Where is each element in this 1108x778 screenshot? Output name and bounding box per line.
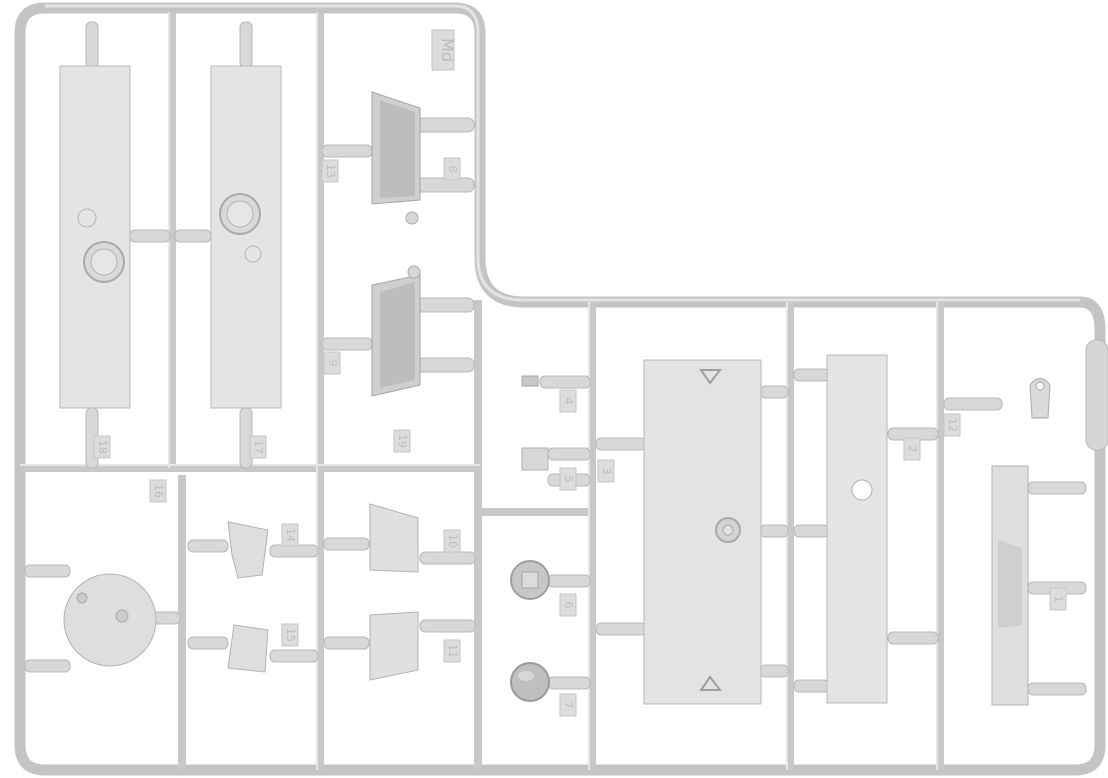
part-number-tag-box: [393, 429, 411, 453]
part-number-label: 4: [562, 398, 575, 405]
part-number-label: 16: [152, 484, 165, 498]
part-number-label: 12: [946, 418, 959, 432]
part-number-label: 5: [562, 476, 575, 483]
frame-mark-text: Md: [438, 38, 457, 62]
part-plate-14: [227, 521, 269, 579]
part-number-label: 14: [284, 528, 297, 542]
part-number-label: 7: [562, 702, 575, 709]
part-hinge-bracket-lower: [371, 265, 421, 397]
part-number-tag-box: [323, 351, 341, 375]
part-hinge-bracket-upper: [371, 91, 421, 225]
part-number-label: 19: [396, 434, 409, 448]
part-long-panel-left: [59, 65, 131, 409]
part-plate-12: [369, 611, 419, 681]
part-number-tag-box: [559, 693, 577, 717]
outer-frame-runner: [14, 2, 1106, 776]
part-number-label: 17: [252, 440, 265, 454]
frame-mark-tag: Md: [431, 29, 457, 71]
part-number-tag-box: [281, 623, 299, 647]
part-number-label: 6: [562, 602, 575, 609]
part-plate-11: [369, 503, 419, 573]
part-number-label: 11: [446, 644, 459, 658]
part-1-clip: [1029, 378, 1051, 419]
part-number-tag-box: [249, 435, 267, 459]
part-number-tag-box: [281, 523, 299, 547]
part-number-tag-box: [1049, 587, 1067, 611]
part-number-tag-box: [149, 479, 167, 503]
part-7-dome: [510, 560, 550, 600]
part-number-tag-box: [443, 639, 461, 663]
part-number-tag-box: [443, 157, 461, 181]
part-number-label: 2: [906, 446, 919, 453]
part-number-tag-box: [943, 413, 961, 437]
part-number-tag-box: [903, 437, 921, 461]
part-number-label: 18: [96, 440, 109, 454]
part-number-label: 3: [600, 468, 613, 475]
part-number-label: 13: [324, 164, 337, 178]
part-6: [521, 447, 549, 471]
part-number-label: 15: [284, 628, 297, 642]
part-number-label: 8: [446, 166, 459, 173]
part-number-tag-box: [559, 467, 577, 491]
part-number-label: 10: [446, 534, 459, 548]
part-number-tag-box: [443, 529, 461, 553]
part-2-rail: [991, 465, 1029, 706]
part-8-dome: [510, 662, 550, 702]
part-long-panel-right: [210, 65, 282, 409]
inner-runners: [20, 12, 944, 770]
part-round-hatch: [63, 573, 157, 667]
part-number-tag-box: [559, 593, 577, 617]
part-number-tag-box: [597, 459, 615, 483]
part-plate-15: [227, 624, 269, 673]
part-number-label: 1: [1052, 596, 1065, 603]
part-number-tag-box: [93, 435, 111, 459]
part-5: [521, 375, 539, 387]
part-hull-plate-large: [643, 359, 762, 705]
part-number-tag-box: [321, 159, 339, 183]
part-number-tag-box: [559, 389, 577, 413]
part-number-label: 9: [326, 360, 339, 367]
part-narrow-plate-3: [826, 354, 888, 704]
frame-end-tab: [1085, 339, 1108, 451]
